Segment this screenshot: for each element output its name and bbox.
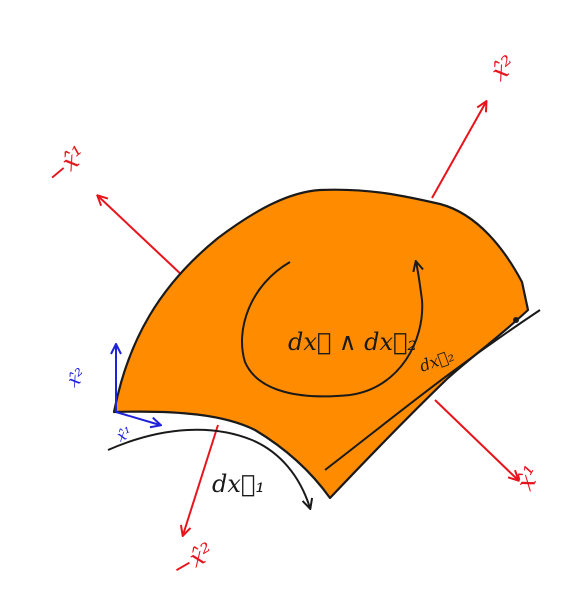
- dx2-curve: [324, 309, 541, 471]
- orientation-circulation-arrow: [241, 262, 422, 398]
- basis-x2-label: x̂²: [64, 365, 91, 392]
- x1-axis-arrow: [434, 399, 518, 480]
- dx1-curve: [107, 428, 310, 508]
- basis-x1-arrow: [115, 411, 160, 425]
- dx2-curve-endpoint: [513, 317, 519, 323]
- x1-axis-label: x̂¹: [511, 461, 547, 495]
- wedge-product-label: dx⃗ ∧ dx⃗₂: [288, 328, 417, 356]
- neg-x1-axis-arrow: [98, 196, 186, 279]
- basis-x1-label: x̂¹: [114, 423, 135, 445]
- neg-x2-axis-label: −x̂²: [167, 537, 218, 583]
- dx1-label: dx⃗₁: [212, 470, 265, 498]
- x2-axis-label: x̂²: [486, 50, 522, 86]
- surface-patch: [112, 188, 530, 500]
- neg-x1-axis-label: −x̂¹: [41, 140, 92, 189]
- x2-axis-arrow: [431, 102, 486, 199]
- neg-x2-axis-arrow: [183, 424, 219, 535]
